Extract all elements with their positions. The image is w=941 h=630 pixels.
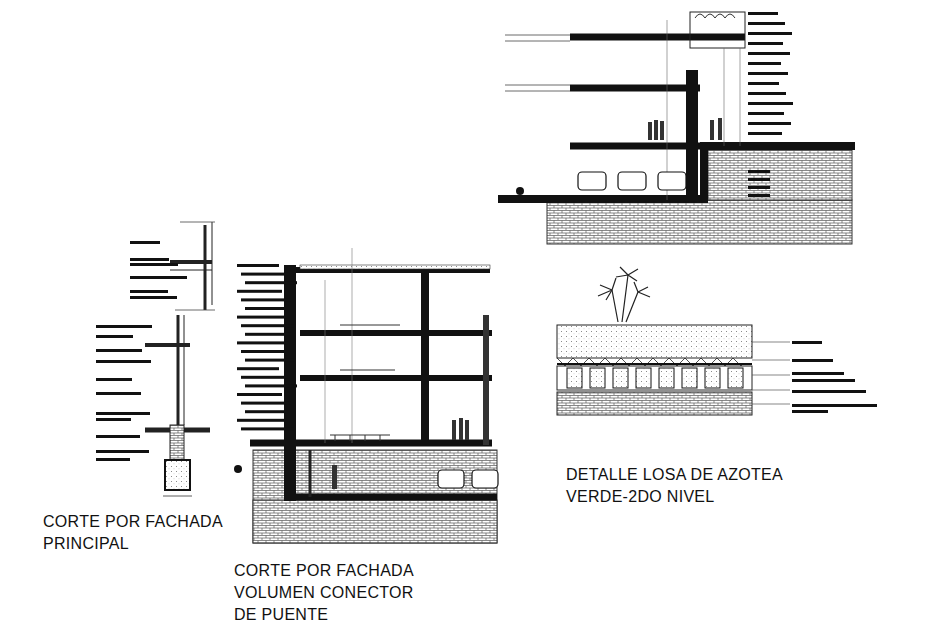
annotation-bar xyxy=(130,276,187,279)
annotation-bar xyxy=(96,378,132,381)
annotation-bar xyxy=(748,178,770,181)
annotation-bar xyxy=(748,22,785,25)
annotation-bar xyxy=(130,296,177,299)
annotation-bar xyxy=(792,359,833,362)
annotation-bar xyxy=(792,410,828,413)
annotation-bar xyxy=(748,52,790,55)
annotation-bar xyxy=(96,412,150,415)
annotation-bar xyxy=(245,333,291,336)
annotation-bar xyxy=(130,263,178,266)
annotation-bar xyxy=(237,367,279,370)
annotation-bar xyxy=(96,335,133,338)
annotation-bar xyxy=(245,281,297,284)
annotation-bar xyxy=(748,132,782,135)
bridge-section xyxy=(498,12,855,244)
annotation-bar xyxy=(130,290,168,293)
annotation-bar xyxy=(792,404,877,407)
annotation-bar xyxy=(237,393,282,396)
connector-volume-section xyxy=(234,248,498,543)
annotation-bar xyxy=(96,392,141,395)
annotation-bar xyxy=(130,258,169,261)
annotation-bar xyxy=(96,418,131,421)
annotation-bar xyxy=(792,341,822,344)
green-roof-detail xyxy=(557,267,790,415)
annotation-bar xyxy=(245,307,288,310)
annotation-bar xyxy=(748,186,770,189)
section-title: CORTE POR FACHADA VOLUMEN CONECTOR DE PU… xyxy=(234,560,424,626)
annotation-bar xyxy=(237,290,282,293)
annotation-bar xyxy=(748,112,784,115)
annotation-bar xyxy=(748,102,793,105)
annotation-bar xyxy=(241,350,285,353)
annotation-bar xyxy=(241,324,294,327)
annotation-bar xyxy=(792,372,844,375)
annotation-bar xyxy=(241,298,291,301)
annotation-bar xyxy=(241,402,291,405)
section-title: DETALLE LOSA DE AZOTEA VERDE-2DO NIVEL xyxy=(566,464,806,508)
annotation-bar xyxy=(241,376,288,379)
annotation-bar xyxy=(237,264,279,267)
annotation-bar xyxy=(748,142,789,145)
annotation-bars xyxy=(96,12,877,461)
section-title: CORTE POR FACHADA PRINCIPAL xyxy=(43,511,248,555)
annotation-bar xyxy=(748,122,791,125)
annotation-bar xyxy=(748,72,788,75)
annotation-bar xyxy=(130,241,160,244)
annotation-bar xyxy=(245,410,288,413)
annotation-bar xyxy=(748,62,781,65)
annotation-bar xyxy=(241,427,294,430)
annotation-bar xyxy=(748,12,778,15)
annotation-bar xyxy=(96,325,152,328)
annotation-bar xyxy=(748,170,770,173)
annotation-bar xyxy=(245,359,294,362)
annotation-bar xyxy=(96,458,130,461)
annotation-bar xyxy=(245,384,297,387)
annotation-bar xyxy=(241,273,288,276)
annotation-bar xyxy=(96,435,140,438)
annotation-bar xyxy=(237,419,285,422)
annotation-bar xyxy=(96,450,149,453)
annotation-bar xyxy=(792,379,855,382)
annotation-bar xyxy=(748,194,770,197)
annotation-bar xyxy=(792,390,866,393)
annotation-bar xyxy=(748,32,792,35)
annotation-bar xyxy=(748,42,783,45)
annotation-bar xyxy=(748,92,786,95)
annotation-bar xyxy=(748,82,779,85)
annotation-bar xyxy=(237,341,288,344)
annotation-bar xyxy=(96,349,142,352)
annotation-bar xyxy=(96,360,151,363)
annotation-bar xyxy=(237,316,285,319)
